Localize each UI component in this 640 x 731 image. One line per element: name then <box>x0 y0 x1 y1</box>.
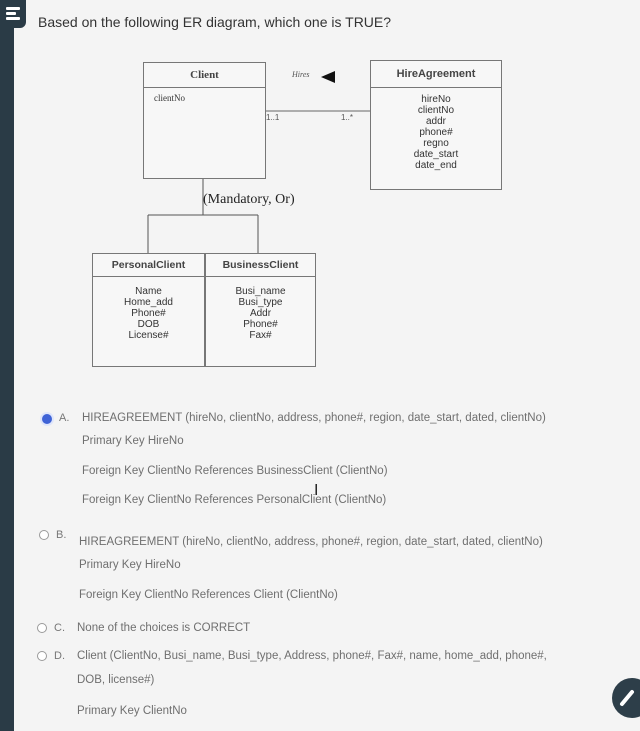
cardinality-hire: 1..* <box>341 113 354 122</box>
radio-d[interactable] <box>37 651 47 661</box>
option-d-line-1: Client (ClientNo, Busi_name, Busi_type, … <box>77 650 547 662</box>
option-c-line-1: None of the choices is CORRECT <box>77 622 251 634</box>
personalclient-entity: PersonalClient Name Home_add Phone# DOB … <box>92 253 205 367</box>
sidebar <box>0 0 14 731</box>
direction-arrow-icon <box>321 71 335 83</box>
hireagreement-title: HireAgreement <box>371 61 501 88</box>
personalclient-attrs: Name Home_add Phone# DOB License# <box>124 286 173 341</box>
option-a-line-3: Foreign Key ClientNo References Business… <box>82 465 388 477</box>
option-a-letter: A. <box>59 412 70 424</box>
option-b-line-3: Foreign Key ClientNo References Client (… <box>79 589 338 601</box>
radio-a[interactable] <box>42 414 52 424</box>
client-entity: Client clientNo <box>143 62 266 179</box>
relationship-label: Hires <box>292 70 310 79</box>
option-d-line-2: DOB, license#) <box>77 674 155 686</box>
text-cursor-icon: I <box>314 482 319 499</box>
hireagreement-entity: HireAgreement hireNo clientNo addr phone… <box>370 60 502 190</box>
businessclient-entity: BusinessClient Busi_name Busi_type Addr … <box>205 253 316 367</box>
option-a-line-1: HIREAGREEMENT (hireNo, clientNo, address… <box>82 412 546 424</box>
radio-c[interactable] <box>37 623 47 633</box>
option-b-line-2: Primary Key HireNo <box>79 559 181 571</box>
option-b-line-1: HIREAGREEMENT (hireNo, clientNo, address… <box>79 536 543 548</box>
client-attr: clientNo <box>154 93 185 103</box>
option-d-letter: D. <box>54 650 65 662</box>
hireagreement-attrs: hireNo clientNo addr phone# regno date_s… <box>413 94 459 171</box>
businessclient-title: BusinessClient <box>206 254 315 277</box>
option-a-line-4: Foreign Key ClientNo References Personal… <box>82 494 387 506</box>
option-a-line-2: Primary Key HireNo <box>82 435 184 447</box>
client-title: Client <box>144 63 265 88</box>
option-b-letter: B. <box>56 529 67 541</box>
question-text: Based on the following ER diagram, which… <box>38 14 392 30</box>
pencil-icon <box>620 690 634 706</box>
er-diagram: Client clientNo Hires 1..1 1..* HireAgre… <box>92 60 502 367</box>
pen-tool-button[interactable] <box>612 678 640 718</box>
option-d-line-3: Primary Key ClientNo <box>77 705 187 717</box>
cardinality-client: 1..1 <box>266 113 280 122</box>
personalclient-title: PersonalClient <box>93 254 204 277</box>
radio-b[interactable] <box>39 530 49 540</box>
businessclient-attrs: Busi_name Busi_type Addr Phone# Fax# <box>235 286 286 341</box>
menu-icon[interactable] <box>0 0 26 28</box>
constraint-label: (Mandatory, Or) <box>203 192 295 207</box>
option-c-letter: C. <box>54 622 65 634</box>
